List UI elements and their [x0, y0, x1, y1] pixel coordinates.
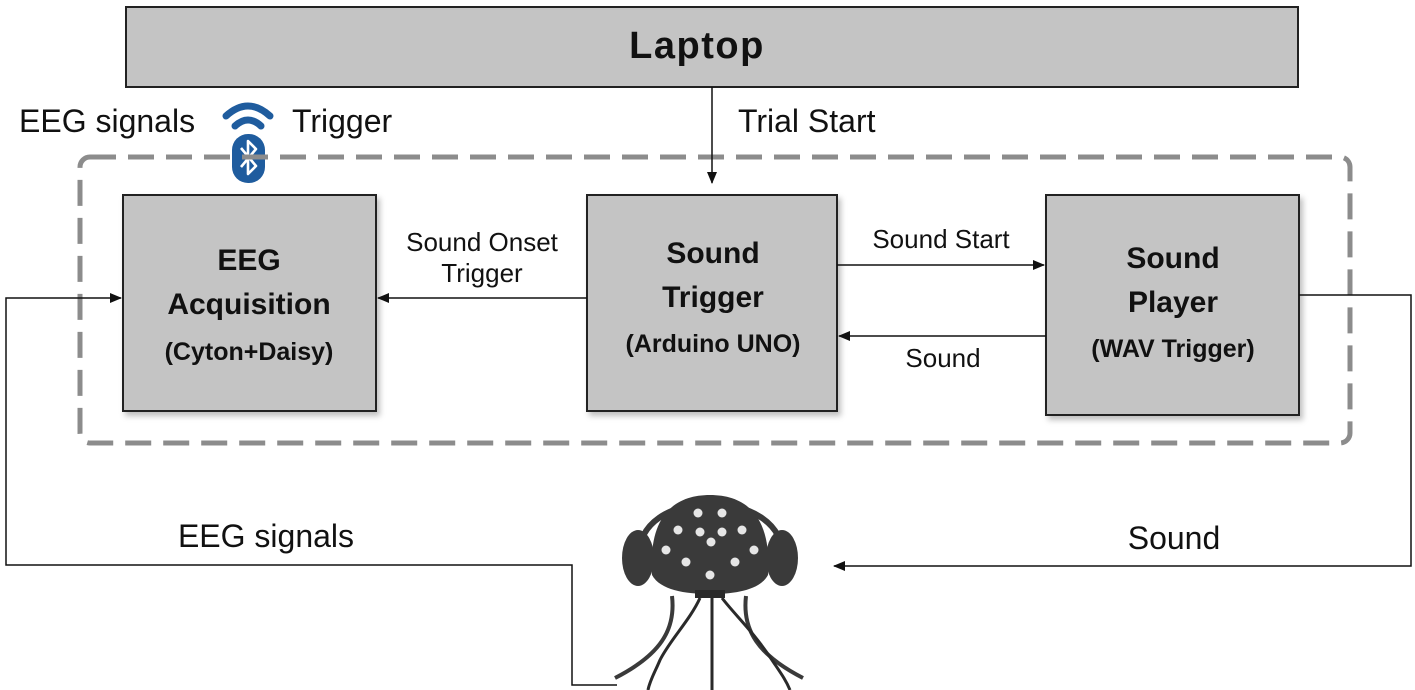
eeg-block-line3: (Cyton+Daisy) — [165, 338, 334, 366]
sound-return-label: Sound — [905, 343, 980, 373]
trial-start-label: Trial Start — [738, 103, 876, 139]
laptop-block: Laptop — [125, 6, 1299, 88]
trigger-block-line2: Trigger — [662, 281, 764, 314]
sound-bottom-label: Sound — [1128, 520, 1221, 556]
eeg-signals-path-arrow — [5, 293, 617, 686]
sound-trigger-block: Sound Trigger (Arduino UNO) — [586, 194, 838, 412]
laptop-label: Laptop — [629, 25, 765, 67]
player-block-line2: Player — [1128, 286, 1218, 319]
trigger-top-label: Trigger — [292, 103, 393, 139]
player-block-line3: (WAV Trigger) — [1091, 335, 1254, 363]
eeg-block-line1: EEG — [217, 244, 280, 277]
sound-to-subject-path-arrow — [833, 294, 1412, 571]
device-enclosure-dashed — [77, 154, 1353, 446]
eeg-block-line2: Acquisition — [167, 288, 330, 321]
eeg-signals-top-label: EEG signals — [19, 103, 195, 139]
eeg-signals-bottom-label: EEG signals — [178, 518, 354, 554]
sound-start-label: Sound Start — [872, 224, 1010, 254]
trigger-block-line3: (Arduino UNO) — [626, 330, 801, 358]
eeg-acquisition-block: EEG Acquisition (Cyton+Daisy) — [122, 194, 377, 412]
sound-player-block: Sound Player (WAV Trigger) — [1045, 194, 1300, 416]
sound-onset-label-line1: Sound Onset — [406, 227, 559, 257]
trigger-block-line1: Sound — [666, 237, 759, 270]
wireless-signal-icon — [222, 102, 274, 130]
sound-onset-label-line2: Trigger — [441, 258, 523, 288]
eeg-headset-subject-icon — [614, 495, 804, 690]
player-block-line1: Sound — [1126, 242, 1219, 275]
